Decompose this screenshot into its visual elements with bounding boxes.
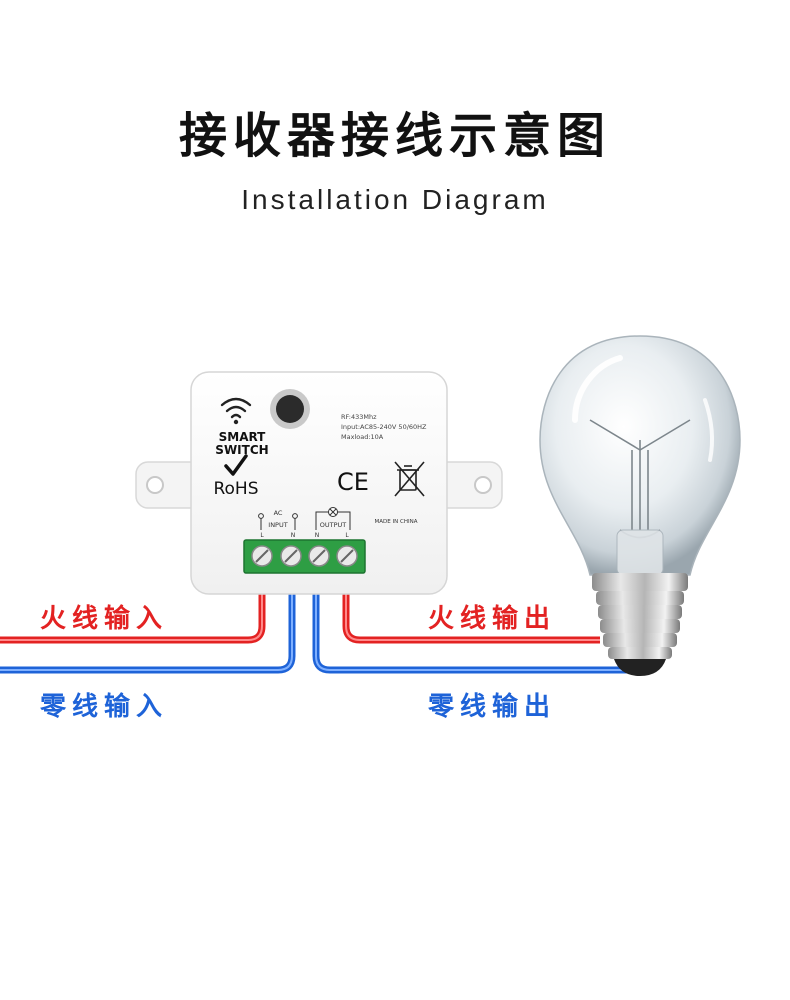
check-icon: [224, 454, 248, 476]
label-neutral-in: 零线输入: [40, 692, 169, 722]
wire-live-in: [0, 570, 266, 644]
ce-mark: CE: [337, 468, 369, 496]
wifi-icon: [220, 397, 252, 419]
terminal-label-n-out: N: [315, 532, 320, 539]
switch-label: SWITCH: [215, 443, 268, 457]
wire-neutral-out: [312, 570, 640, 674]
device-body: [190, 371, 448, 595]
wire-live-out: [342, 570, 600, 644]
label-live-in: 火线输入: [40, 604, 169, 634]
terminal-block: [243, 539, 366, 574]
lamp-symbol-icon: [328, 507, 338, 517]
light-bulb: [539, 335, 741, 676]
smart-label: SMART: [219, 430, 267, 444]
terminal-label-l-out: L: [345, 532, 349, 539]
spec-maxload: Maxload:10A: [341, 433, 384, 441]
terminal-label-n-in: N: [291, 532, 296, 539]
pairing-button: [276, 395, 304, 423]
made-in-label: MADE IN CHINA: [375, 519, 418, 525]
input-label: INPUT: [268, 521, 287, 529]
receiver-device: SMART SWITCH RoHS RF:433Mhz Input:AC85-2…: [135, 371, 503, 595]
weee-bin-icon: [394, 461, 425, 497]
wire-neutral-in: [0, 570, 296, 674]
terminal-screws: [251, 545, 358, 567]
ac-label: AC: [274, 509, 283, 517]
bulb-base: [592, 573, 688, 676]
output-label: OUTPUT: [320, 521, 347, 529]
spec-rf: RF:433Mhz: [341, 413, 377, 421]
label-neutral-out: 零线输出: [428, 692, 557, 722]
terminal-label-l-in: L: [260, 532, 264, 539]
page-subtitle: Installation Diagram: [241, 184, 549, 215]
rohs-mark: RoHS: [213, 479, 258, 499]
label-live-out: 火线输出: [428, 604, 557, 634]
spec-input: Input:AC85-240V 50/60HZ: [341, 423, 427, 431]
page-title: 接收器接线示意图: [178, 108, 611, 164]
